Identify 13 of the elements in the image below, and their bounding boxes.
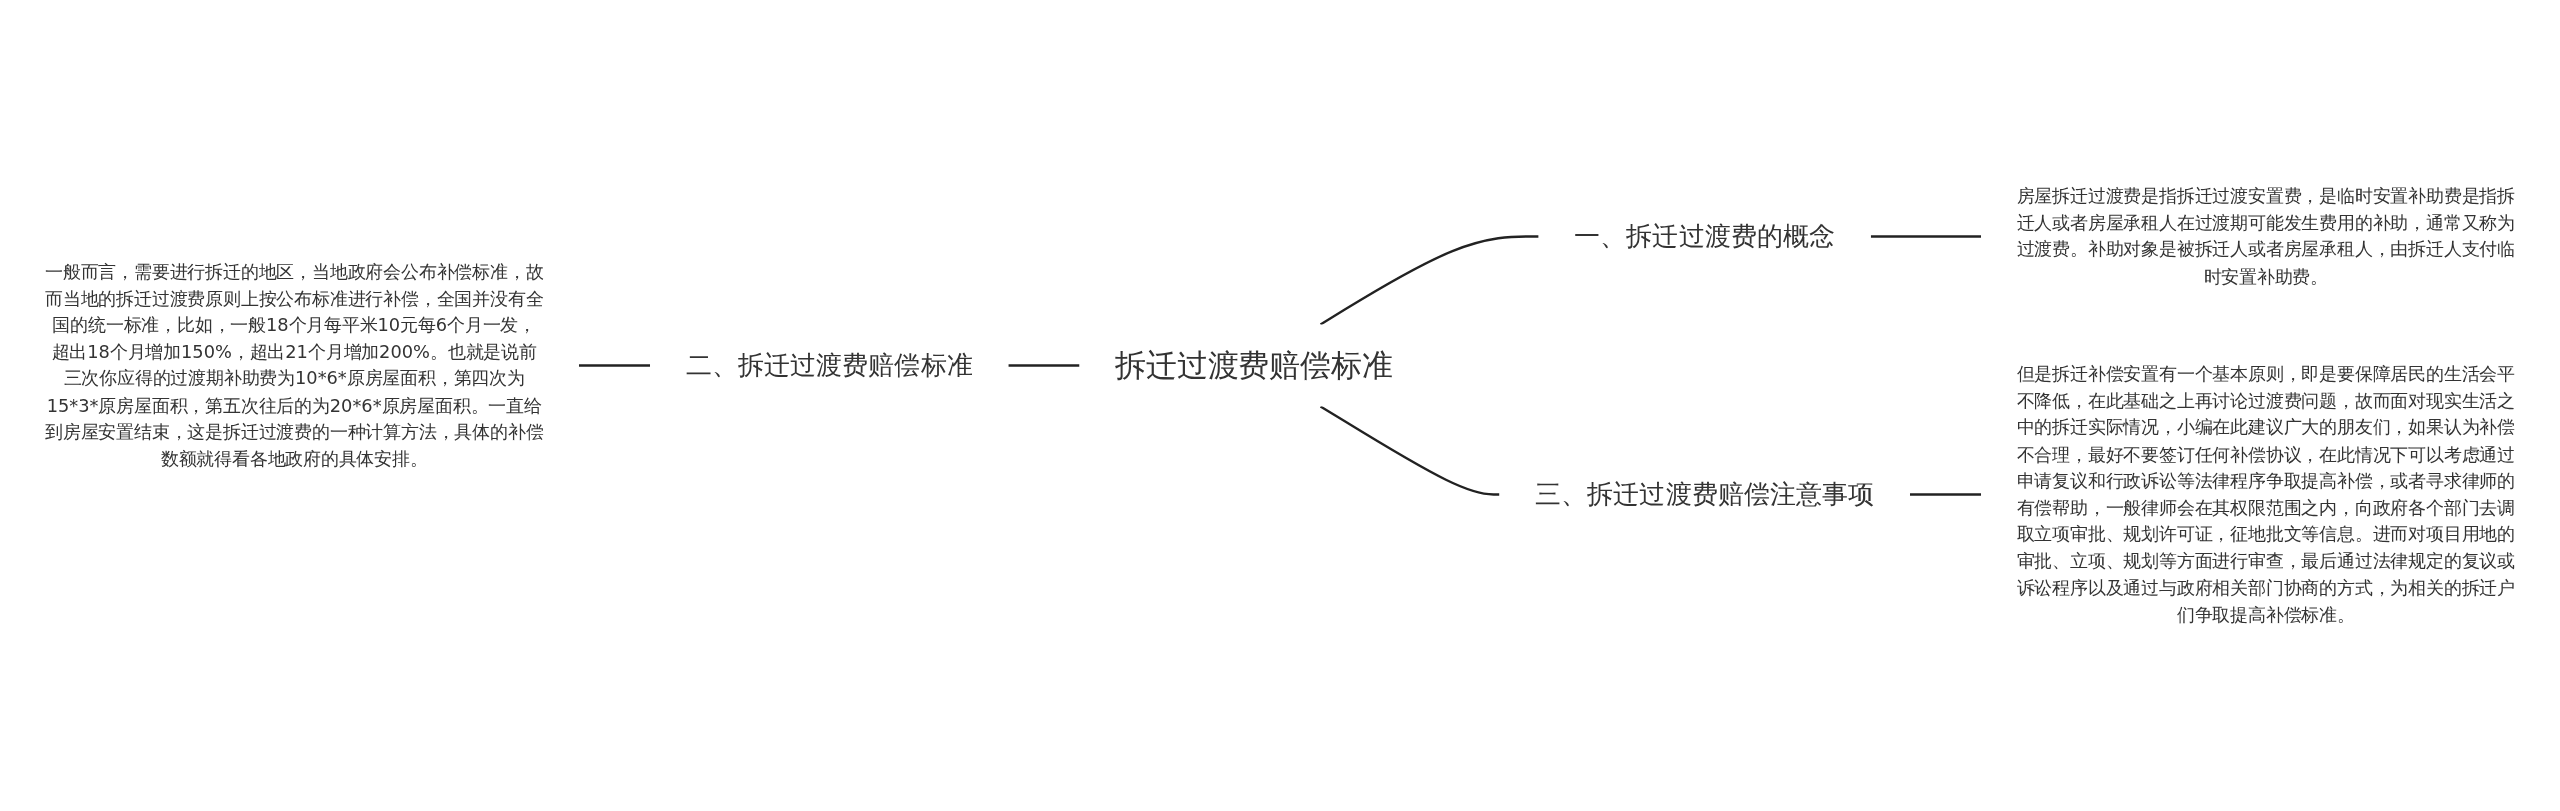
node-text: 一、拆迁过渡费的概念 — [1574, 221, 1836, 252]
connector — [1870, 235, 1982, 238]
node-text: 一般而言，需要进行拆迁的地区，当地政府会公布补偿标准，故而当地的拆迁过渡费原则上按公布标准进行补偿，全国并没有全国的统一标准，比如，一般18个月每平米10元每6个月一发，超出18个月增加150%，超出21个月增加200%。也就是说前三次你应得的过渡期补助费为10*6*原房屋面积，第四次为15*3*原房屋面积，第五次往后的为20*6*原房屋面积。一直给到房屋安置结束，这是拆迁过渡费的一种计算方法，具体的补偿数额就得看各地政府的具体安排。 — [45, 261, 544, 470]
node-text: 三、拆迁过渡费赔偿注意事项 — [1535, 479, 1875, 510]
connector — [1008, 364, 1080, 367]
node-text: 但是拆迁补偿安置有一个基本原则，即是要保障居民的生活会平不降低，在此基础之上再讨论过渡费问题，故而面对现实生活之中的拆迁实际情况，小编在此建议广大的朋友们，如果认为补偿不合理，最好不要签订任何补偿协议，在此情况下可以考虑通过申请复议和行政诉讼等法律程序争取提高补偿，或者寻求律师的有偿帮助，一般律师会在其权限范围之内，向政府各个部门去调取立项审批、规划许可证，征地批文等信息。进而对项目用地的审批、立项、规划等方面进行审查，最后通过法律规定的复议或诉讼程序以及通过与政府相关部门协商的方式，为相关的拆迁户们争取提高补偿标准。 — [2016, 363, 2515, 625]
node-text: 拆迁过渡费赔偿标准 — [1115, 347, 1393, 383]
connector — [1319, 235, 1539, 326]
node-text: 房屋拆迁过渡费是指拆迁过渡安置费，是临时安置补助费是指拆迁人或者房屋承租人在过渡期可能发生费用的补助，通常又称为过渡费。补助对象是被拆迁人或者房屋承租人，由拆迁人支付临时安置补助费。 — [2016, 185, 2515, 287]
node-text: 二、拆迁过渡费赔偿标准 — [685, 350, 973, 381]
connector — [578, 364, 651, 367]
connector — [1909, 493, 1982, 496]
connector — [1319, 405, 1500, 496]
